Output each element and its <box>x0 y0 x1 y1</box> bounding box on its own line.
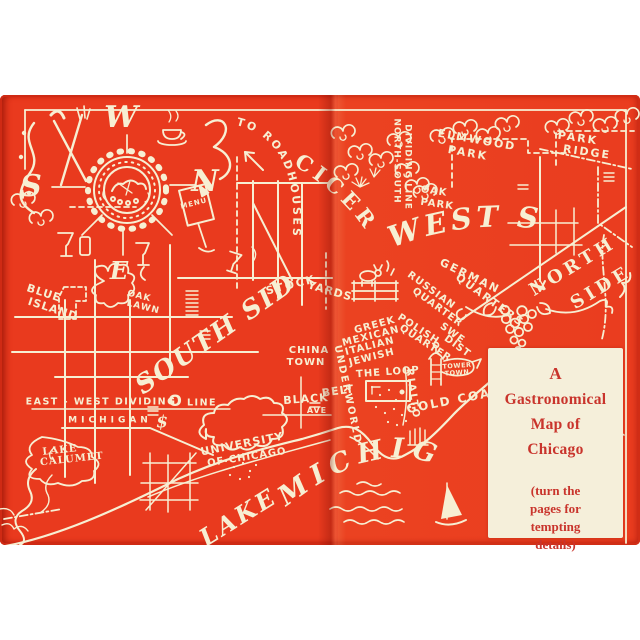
northside-flourish <box>620 273 630 297</box>
loop-district-box <box>366 381 410 401</box>
panel-spacer <box>488 459 623 481</box>
east-west-line-label: LINE <box>186 397 218 409</box>
map-frame <box>25 110 626 543</box>
compass-plate-icon <box>88 151 166 229</box>
panel-title-gastronomical: Gastronomical <box>504 391 607 408</box>
panel-title-map-of: Map of <box>530 416 581 433</box>
tower-town-label2: TOWN <box>444 367 470 378</box>
building-blocks <box>148 173 614 415</box>
svg-text:LAKE: LAKE <box>193 481 283 545</box>
river <box>0 469 52 545</box>
panel-title-chicago: Chicago <box>527 441 584 458</box>
university-cloud <box>199 396 287 450</box>
compass-west: W <box>104 100 138 135</box>
grape-swag-icon <box>457 300 613 353</box>
michigan-ave-label: MICHIGAN <box>68 415 152 426</box>
pier-icon <box>408 428 428 445</box>
chinatown-label: CHINA <box>288 345 330 356</box>
lake-calumet-outline <box>26 437 99 486</box>
panel-note-1: (turn the <box>530 483 581 498</box>
panel-note-2: pages for <box>530 501 581 516</box>
dividing-line-label: DIVIDING LINE <box>402 124 413 210</box>
panel-note-4: details) <box>535 537 576 552</box>
ave-label: AVE <box>306 406 328 415</box>
compass-spokes <box>52 135 196 255</box>
menu-card-icon <box>179 184 215 252</box>
water-tower-icon <box>429 343 481 386</box>
coffee-cup-icon <box>158 110 186 145</box>
svg-text:SOUTH SIDE: SOUTH SIDE <box>0 95 302 401</box>
sailboat-icon <box>436 483 466 525</box>
road-grid <box>12 157 626 512</box>
shoreline <box>0 380 492 545</box>
roadhouses-arrow-icon <box>245 152 263 170</box>
panel-note-3: tempting <box>530 519 581 534</box>
svg-text:TO ROADHOUSES: TO ROADHOUSES <box>235 115 303 238</box>
compass-south: S <box>20 169 42 204</box>
red-map-cover: TO ROADHOUSES CICERO WEST SIDE SOUTH SID… <box>0 95 640 552</box>
michigan-s-glyph: $ <box>156 412 168 433</box>
boundary-lines <box>4 131 634 519</box>
east-west-o-label: O <box>168 391 182 410</box>
south-side-label: SOUTH SIDE <box>0 95 300 401</box>
trees <box>10 106 640 227</box>
flourish-right <box>206 120 230 179</box>
lake-label: LAKE <box>193 481 280 545</box>
stockyards-cow-icon <box>352 261 398 301</box>
to-roadhouses-label: TO ROADHOUSES <box>235 115 301 238</box>
north-south-label: NORTH-SOUTH <box>391 118 402 204</box>
title-panel: A Gastronomical Map of Chicago (turn the… <box>488 348 623 552</box>
oak-lawn-forest-blob <box>92 264 134 307</box>
compass-east: E <box>109 256 129 285</box>
compass-north: N <box>191 164 219 199</box>
wine-glasses-icon <box>58 233 256 280</box>
chinatown-label2: TOWN <box>286 357 326 368</box>
panel-title-a: A <box>549 364 562 383</box>
knife-fork-icon <box>51 106 90 185</box>
map-illustration: TO ROADHOUSES CICERO WEST SIDE SOUTH SID… <box>0 95 640 545</box>
east-west-dividing-label: EAST - WEST DIVIDING <box>25 396 177 408</box>
